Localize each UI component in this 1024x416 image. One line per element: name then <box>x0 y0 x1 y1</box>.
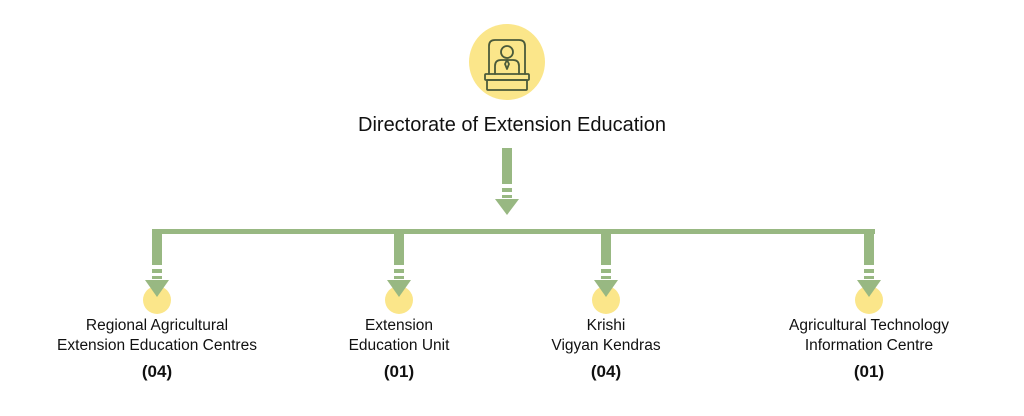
node-circle <box>592 286 620 314</box>
child-count: (04) <box>141 362 173 381</box>
node-circle <box>855 286 883 314</box>
branch-arrow <box>592 231 620 314</box>
child-node: Regional Agricultural Extension Educatio… <box>27 316 287 382</box>
child-name-line1: Extension <box>364 317 434 334</box>
branch-arrow <box>855 231 883 314</box>
child-name-line1: Agricultural Technology <box>789 317 949 334</box>
connector-bar <box>152 229 875 234</box>
person-at-podium-icon <box>484 39 530 91</box>
child-count: (01) <box>383 362 415 381</box>
child-node: Extension Education Unit (01) <box>269 316 529 382</box>
child-name-line2: Education Unit <box>348 337 450 354</box>
child-node: Agricultural Technology Information Cent… <box>739 316 999 382</box>
top-node-title: Directorate of Extension Education <box>358 114 666 136</box>
child-name-line1: Krishi <box>586 317 626 334</box>
child-name-line2: Extension Education Centres <box>57 337 257 354</box>
main-arrow <box>495 148 519 215</box>
child-name-line2: Vigyan Kendras <box>551 337 661 354</box>
branch-arrow <box>385 231 413 314</box>
child-name-line2: Information Centre <box>804 337 934 354</box>
child-node: Krishi Vigyan Kendras (04) <box>476 316 736 382</box>
child-count: (01) <box>853 362 885 381</box>
branch-arrow <box>143 231 171 314</box>
child-count: (04) <box>590 362 622 381</box>
node-circle <box>143 286 171 314</box>
node-circle <box>385 286 413 314</box>
child-name-line1: Regional Agricultural <box>85 317 229 334</box>
